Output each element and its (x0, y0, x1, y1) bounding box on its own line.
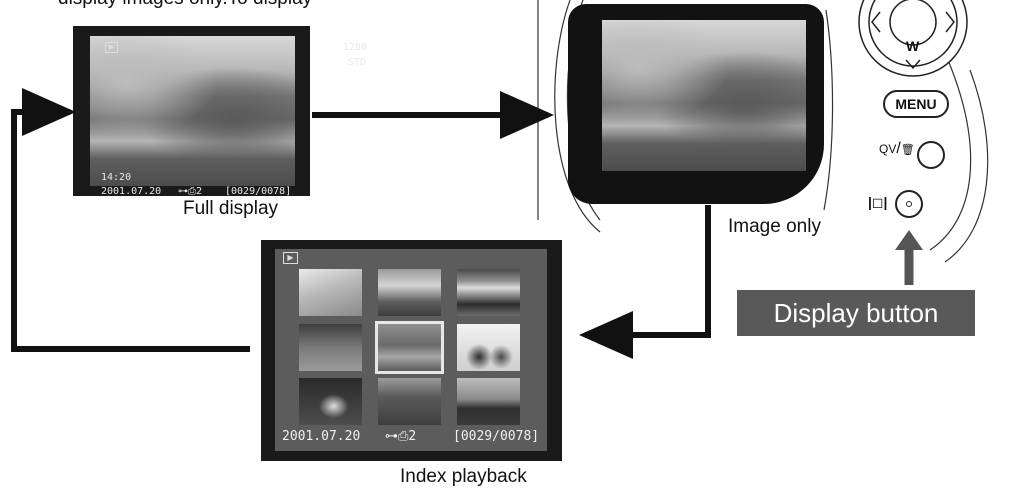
full-display-photo (90, 36, 295, 186)
printer-icon: ⎙ (188, 186, 196, 197)
key-icon: ⊶ (178, 186, 188, 197)
display-button-label: Display button (737, 290, 975, 336)
qv-label: QV/🗑 (879, 140, 915, 157)
display-icon: |◻| (868, 194, 888, 210)
index-frame-counter: [0029/0078] (453, 429, 540, 444)
index-thumbnail[interactable] (299, 269, 362, 316)
full-display-caption: Full display (183, 198, 279, 219)
index-thumbnail-selected[interactable] (375, 321, 444, 374)
top-caption-fragment: display images only.To display (58, 0, 312, 10)
quality-readout: STD (348, 57, 367, 68)
index-thumbnail[interactable] (457, 324, 520, 371)
date-readout: 2001.07.20 (101, 186, 162, 197)
index-playback-screen: ▶ 2001.07.20 ⊶⎙2 [0029/0078] (261, 240, 562, 461)
index-thumbnail[interactable] (378, 378, 441, 425)
arrow-display-button-head (895, 230, 923, 250)
play-mode-icon: ▶ (105, 42, 118, 53)
trash-icon: 🗑 (900, 144, 915, 156)
index-play-mode-icon: ▶ (283, 252, 298, 264)
index-thumbnail[interactable] (457, 269, 520, 316)
time-readout: 14:20 (101, 172, 132, 183)
index-thumbnail[interactable] (299, 324, 362, 371)
index-playback-caption: Index playback (400, 466, 527, 487)
camera-lcd-image (602, 20, 806, 171)
index-print-count: 2 (408, 429, 417, 444)
printer-icon: ⎙ (398, 428, 409, 443)
frame-counter: [0029/0078] (225, 186, 292, 197)
full-display-screen: ▶ 1280 STD 14:20 2001.07.20 ⊶⎙2 [0029/00… (73, 26, 367, 197)
index-thumbnail[interactable] (299, 378, 362, 425)
menu-button-label: MENU (895, 96, 937, 112)
index-thumbnail[interactable] (378, 269, 441, 316)
qv-delete-button[interactable] (917, 141, 945, 169)
index-lock-print-icons: ⊶⎙2 (385, 428, 416, 444)
index-thumbnail[interactable] (457, 378, 520, 425)
lock-print-icons: ⊶⎙2 (178, 186, 202, 197)
key-icon: ⊶ (385, 428, 398, 443)
image-only-caption: Image only (728, 216, 821, 237)
menu-button[interactable]: MENU (883, 90, 949, 118)
display-button[interactable] (895, 190, 923, 218)
arrow-index-to-full (11, 88, 250, 352)
print-count: 2 (196, 186, 203, 197)
image-size-readout: 1280 (343, 42, 368, 53)
index-date-readout: 2001.07.20 (282, 429, 361, 444)
arrow-image-only-to-index (579, 205, 711, 359)
zoom-wide-label: W (906, 38, 920, 54)
